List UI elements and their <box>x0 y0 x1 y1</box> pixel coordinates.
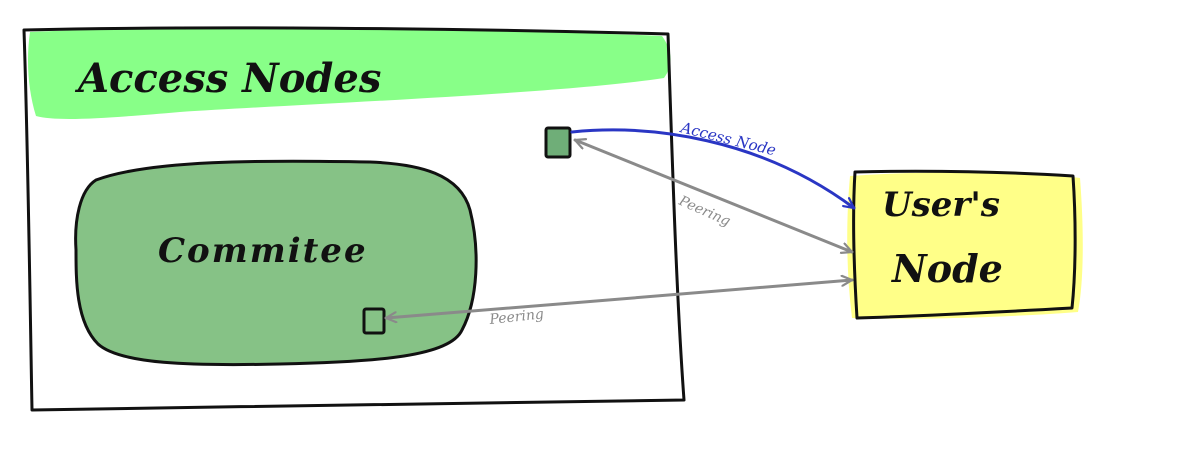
peering-bottom-arrow <box>384 280 854 318</box>
users-node-label-line1: User's <box>882 185 1000 225</box>
peering-top-arrow <box>573 140 854 252</box>
access-nodes-highlight <box>28 27 671 119</box>
users-node-box <box>852 169 1077 320</box>
peering-top-label: Peering <box>675 193 732 230</box>
committee-group: Commitee <box>74 159 478 367</box>
access-nodes-border <box>22 26 686 412</box>
committee-label: Commitee <box>158 231 368 271</box>
access-node-square <box>544 126 572 159</box>
access-nodes-title: Access Nodes <box>74 55 381 102</box>
users-node-label-line2: Node <box>891 246 1003 291</box>
committee-node-square <box>362 307 386 335</box>
users-node-group: User's Node <box>847 169 1083 320</box>
access-nodes-group: Access Nodes <box>22 26 686 412</box>
users-node-glow <box>847 172 1083 319</box>
peering-bottom-label: Peering <box>488 306 545 328</box>
access-node-arrow-label: Access Node <box>677 118 778 160</box>
